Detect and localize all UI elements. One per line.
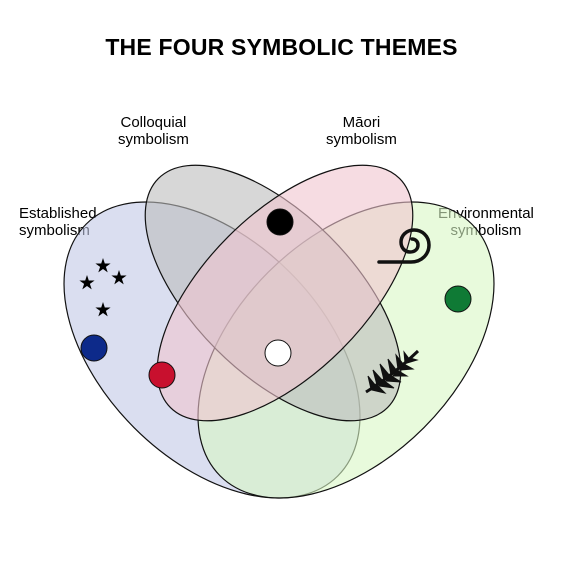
colloquial-black-dot	[266, 208, 294, 236]
star-icon-bottom	[95, 302, 111, 317]
star-icon-left	[79, 275, 95, 290]
silver-fern-icon	[365, 349, 420, 394]
star-icon-top	[95, 258, 111, 273]
koru-spiral-icon	[377, 228, 431, 264]
environmental-green-dot	[444, 285, 472, 313]
label-established-line2: symbolism	[19, 222, 90, 239]
label-maori: Māori symbolism	[326, 114, 397, 148]
label-established: Established symbolism	[19, 205, 97, 239]
ellipse-maori	[156, 164, 414, 422]
established-maori-red-dot	[148, 361, 176, 389]
southern-cross-stars-icon	[79, 258, 127, 317]
label-maori-line2: symbolism	[326, 131, 397, 148]
star-icon-right	[111, 270, 127, 285]
center-white-dot	[264, 339, 292, 367]
diagram-title: THE FOUR SYMBOLIC THEMES	[105, 34, 458, 60]
label-established-line1: Established	[19, 205, 97, 222]
label-colloquial: Colloquial symbolism	[118, 114, 189, 148]
established-blue-dot	[80, 334, 108, 362]
label-colloquial-line1: Colloquial	[120, 114, 187, 131]
label-maori-line1: Māori	[342, 114, 381, 131]
label-colloquial-line2: symbolism	[118, 131, 189, 148]
